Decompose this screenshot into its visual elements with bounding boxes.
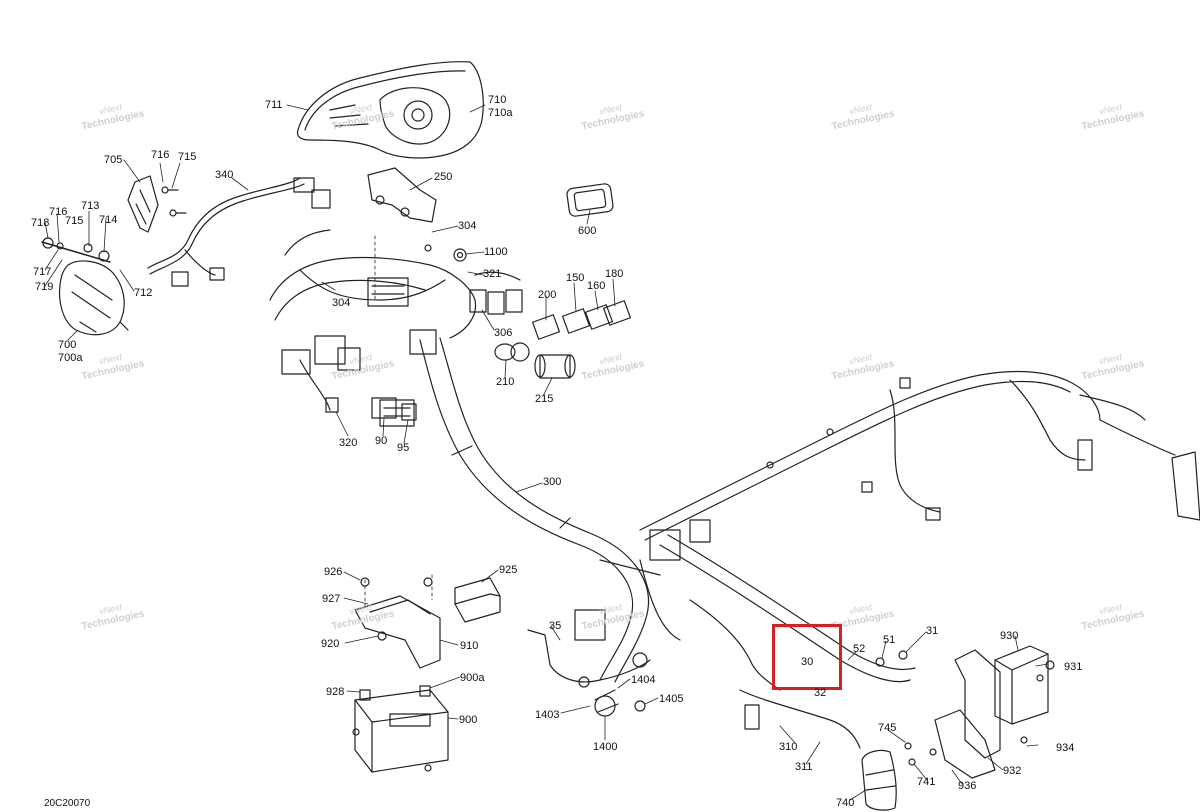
callout-910: 910 (460, 640, 479, 652)
right-harness (639, 370, 1200, 541)
callout-1404: 1404 (631, 674, 656, 686)
callout-925: 925 (499, 564, 518, 576)
callout-711: 711 (265, 99, 283, 111)
callout-1100: 1100 (484, 246, 508, 258)
callout-215: 215 (535, 393, 554, 405)
headlight-assembly (296, 61, 484, 159)
callout-710a: 710a (488, 107, 513, 119)
callout-710: 710 (488, 94, 507, 106)
callout-304: 304 (332, 297, 351, 309)
callout-700a: 700a (58, 352, 83, 364)
callout-600: 600 (578, 225, 597, 237)
callout-740: 740 (836, 797, 855, 809)
callout-95: 95 (397, 442, 410, 454)
harness-340 (147, 177, 331, 287)
main-harness-300 (419, 337, 661, 683)
callout-717: 717 (33, 266, 52, 278)
module-930 (929, 645, 1055, 779)
bracket-705 (127, 175, 187, 233)
dash-bracket-250 (367, 167, 437, 223)
callout-320: 320 (339, 437, 358, 449)
callout-210: 210 (496, 376, 515, 388)
callout-716: 716 (49, 206, 68, 218)
leader-lines (44, 104, 1049, 801)
callout-150: 150 (566, 272, 585, 284)
callout-90: 90 (375, 435, 388, 447)
callout-928: 928 (326, 686, 345, 698)
callout-930: 930 (1000, 630, 1019, 642)
callout-31: 31 (926, 625, 939, 637)
callout-160: 160 (587, 280, 606, 292)
callout-200: 200 (538, 289, 557, 301)
switch-bank (469, 271, 632, 340)
callout-250: 250 (434, 171, 453, 183)
callout-705: 705 (104, 154, 123, 166)
callout-340: 340 (215, 169, 234, 181)
callout-932: 932 (1003, 765, 1022, 777)
callout-716: 716 (151, 149, 170, 161)
callout-306: 306 (494, 327, 513, 339)
callout-713: 713 (81, 200, 100, 212)
callout-32: 32 (814, 687, 827, 699)
socket-210-215 (494, 342, 576, 379)
callout-900a: 900a (460, 672, 485, 684)
callout-715: 715 (178, 151, 197, 163)
callout-300: 300 (543, 476, 562, 488)
callout-741: 741 (917, 776, 936, 788)
callout-310: 310 (779, 741, 798, 753)
callout-52: 52 (853, 643, 866, 655)
highlight-box (772, 624, 842, 690)
callout-311: 311 (795, 761, 813, 773)
central-harness (269, 229, 477, 427)
callout-926: 926 (324, 566, 343, 578)
diagram-code: 20C20070 (44, 798, 91, 809)
callout-1400: 1400 (593, 741, 618, 753)
callout-936: 936 (958, 780, 977, 792)
left-light-assembly (41, 237, 129, 336)
callout-321: 321 (483, 268, 502, 280)
callout-920: 920 (321, 638, 340, 650)
callout-745: 745 (878, 722, 897, 734)
display-600 (566, 183, 614, 217)
module-740 (861, 742, 916, 811)
callout-715: 715 (65, 215, 84, 227)
callout-304: 304 (458, 220, 477, 232)
callout-714: 714 (99, 214, 118, 226)
callout-1403: 1403 (535, 709, 560, 721)
callout-712: 712 (134, 287, 153, 299)
callout-934: 934 (1056, 742, 1075, 754)
callout-718: 718 (31, 217, 50, 229)
callout-30: 30 (801, 656, 814, 668)
callout-927: 927 (322, 593, 341, 605)
callout-180: 180 (605, 268, 624, 280)
callout-35: 35 (549, 620, 562, 632)
starter-relay-1400 (527, 609, 651, 717)
callout-931: 931 (1064, 661, 1083, 673)
callout-719: 719 (35, 281, 54, 293)
switch-90-95 (371, 397, 417, 421)
lower-harness-30 (639, 519, 916, 749)
callout-1405: 1405 (659, 693, 684, 705)
callout-900: 900 (459, 714, 478, 726)
callout-700: 700 (58, 339, 77, 351)
callout-51: 51 (883, 634, 896, 646)
